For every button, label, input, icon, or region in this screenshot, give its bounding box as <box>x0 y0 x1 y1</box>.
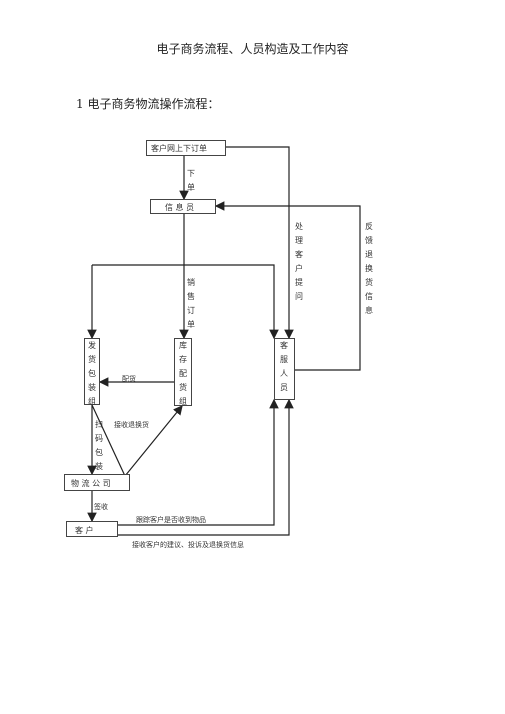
node-online-order: 客户网上下订单 <box>146 140 226 156</box>
customer-service-label: 客服人员 <box>280 341 288 392</box>
node-info-staff: 信 息 员 <box>150 199 216 214</box>
scan-pack-label: 扫码包装 <box>95 420 103 471</box>
receive-returns-label: 接收退换货 <box>114 421 149 429</box>
node-customer: 客 户 <box>66 521 118 537</box>
node-logistics: 物 流 公 司 <box>64 474 130 491</box>
inventory-group-label: 库存配货组 <box>179 341 187 406</box>
node-customer-service <box>274 338 295 400</box>
node-shipping-group <box>84 338 100 405</box>
sign-label: 签收 <box>94 503 108 511</box>
receive-suggestions-label: 接收客户的建议、投诉及退换货信息 <box>132 541 244 549</box>
feedback-label: 反馈退换货信息 <box>365 222 373 315</box>
page-title: 电子商务流程、人员构造及工作内容 <box>156 42 349 56</box>
allocate-label: 配货 <box>122 375 136 383</box>
handle-issues-label: 处理客户提问 <box>295 222 303 301</box>
place-order-label: 下单 <box>187 169 195 192</box>
section-heading: 1 电子商务物流操作流程： <box>76 97 220 111</box>
node-inventory-group <box>174 338 192 406</box>
sales-order-label: 销售订单 <box>187 278 195 329</box>
shipping-group-label: 发货包装组 <box>88 341 96 406</box>
track-label: 跟踪客户是否收到物品 <box>136 516 206 524</box>
